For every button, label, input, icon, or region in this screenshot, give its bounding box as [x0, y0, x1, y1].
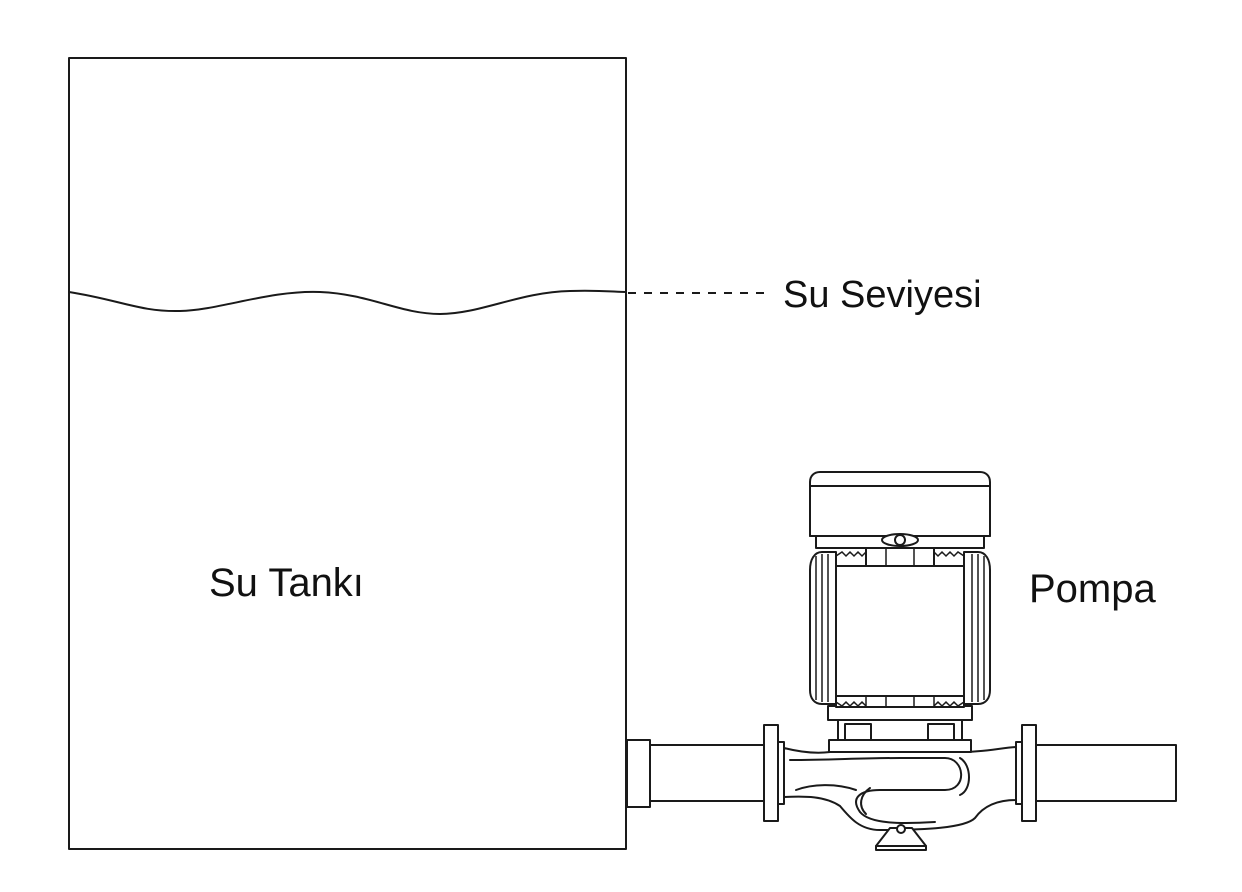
motor-cap	[809, 471, 991, 549]
motor-body	[835, 565, 965, 697]
inlet-pipe	[649, 744, 765, 802]
water-level-line	[68, 289, 627, 315]
motor-fins-left	[809, 550, 867, 708]
pump-body	[783, 746, 1017, 831]
motor-nameplate-icon	[881, 533, 919, 547]
water-tank	[68, 57, 627, 850]
motor-upper-collar	[865, 547, 935, 567]
inlet-flange	[763, 724, 785, 822]
motor-fins-right	[933, 550, 991, 708]
tank-outlet-nozzle	[626, 739, 651, 808]
pump-label: Pompa	[1029, 567, 1156, 611]
outlet-pipe	[1035, 744, 1177, 802]
water-level-label: Su Seviyesi	[783, 274, 982, 316]
pump-coupling	[827, 705, 973, 753]
pump-foot	[875, 824, 927, 851]
tank-label: Su Tankı	[209, 561, 364, 605]
outlet-flange	[1015, 724, 1037, 822]
